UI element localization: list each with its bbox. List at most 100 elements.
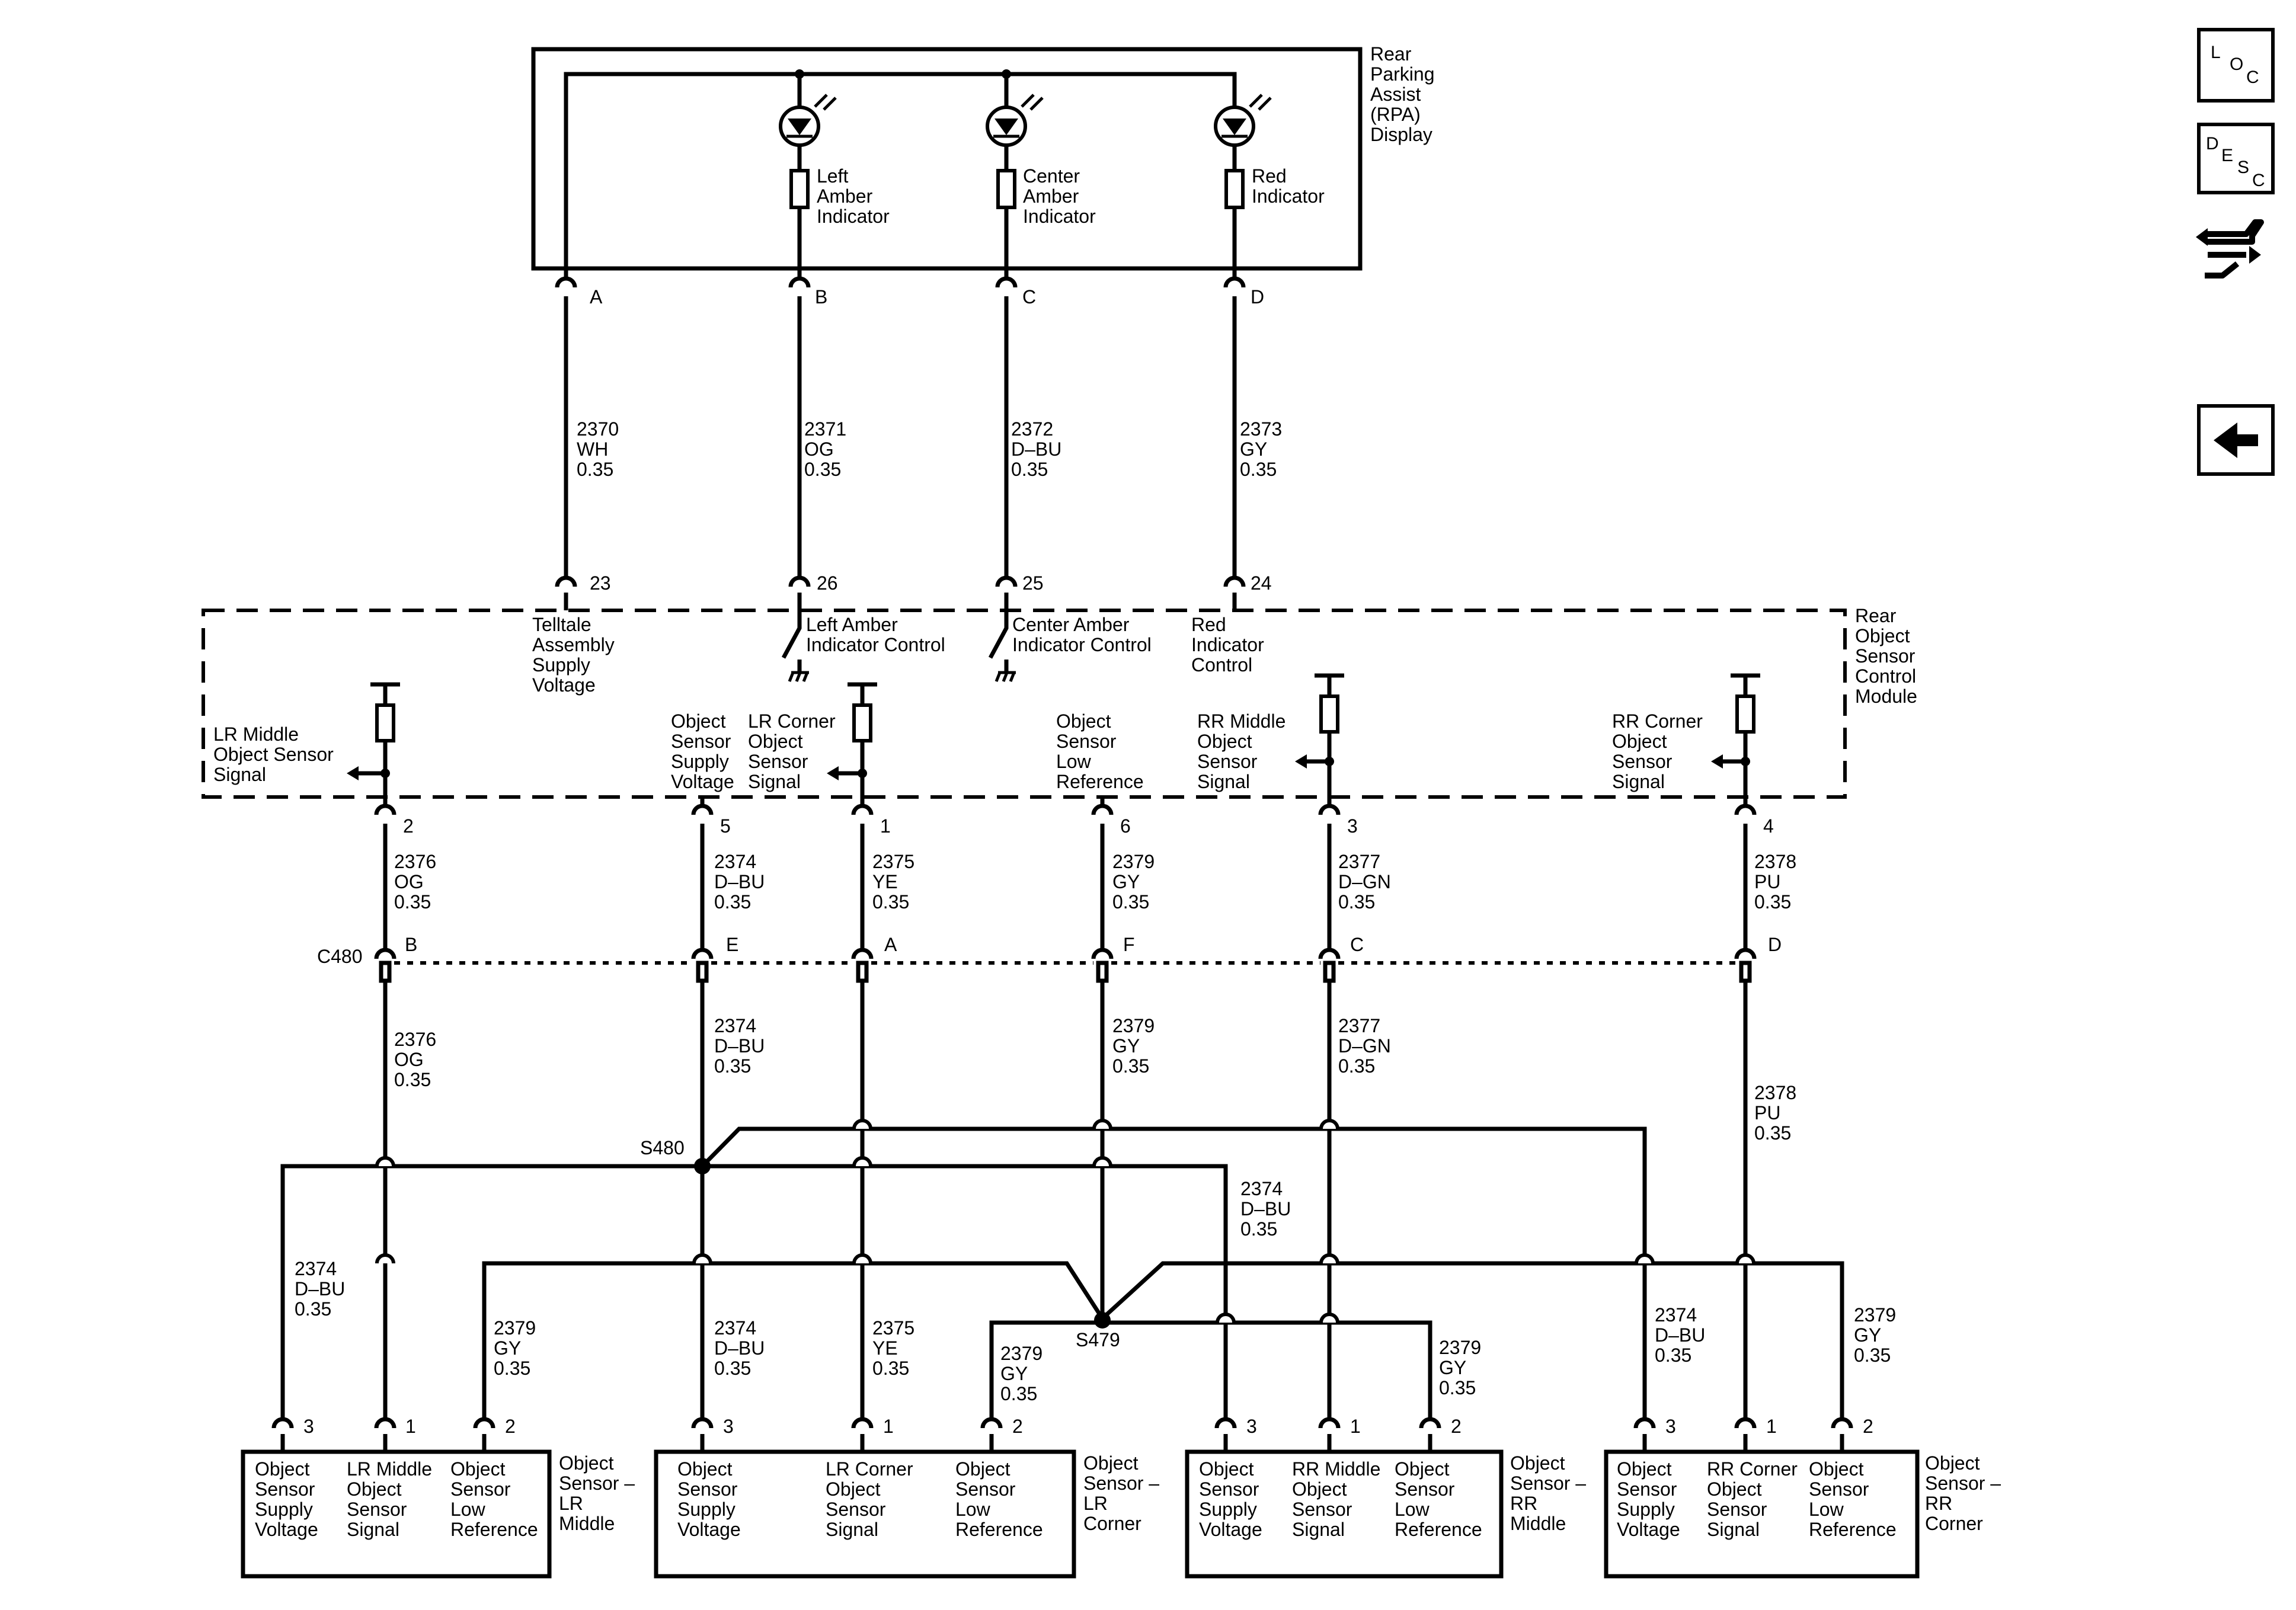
sensor-rr-middle-pin-3: 3 <box>1246 1416 1257 1437</box>
wire-2379-s3-label: 2379 GY 0.35 <box>1439 1337 1486 1398</box>
sensor-rr-middle-pin-2: 2 <box>1451 1416 1462 1437</box>
red-led <box>1214 94 1272 279</box>
sensor-lr-middle: 3 1 2 Object Sensor Supply Voltage LR Mi… <box>241 1416 640 1579</box>
rpa-display: Rear Parking Assist (RPA) Display Left A… <box>531 43 1440 279</box>
sensor-lr-corner-pin-2: 2 <box>1012 1416 1023 1437</box>
pin-2-label: 2 <box>403 815 414 837</box>
rr-middle-pullup <box>1295 673 1344 806</box>
module-low-reference-label: Object Sensor Low Reference <box>1056 710 1144 792</box>
wire-2376-upper-label: 2376 OG 0.35 <box>394 851 442 913</box>
desc-char-s: S <box>2237 158 2249 177</box>
wire-2372-label: 2372 D–BU 0.35 <box>1011 418 1067 480</box>
desc-char-e: E <box>2221 146 2233 165</box>
upper-wires: 2370 WH 0.35 2371 OG 0.35 2372 D–BU 0.35… <box>564 296 1287 578</box>
pin-b-label: B <box>815 286 827 308</box>
sensor-lr-middle-lowref-label: Object Sensor Low Reference <box>450 1458 538 1540</box>
sensor-rr-corner-pin-2: 2 <box>1863 1416 1873 1437</box>
lr-middle-signal-label: LR Middle Object Sensor Signal <box>213 724 339 785</box>
module-title: Rear Object Sensor Control Module <box>1855 605 1921 707</box>
sensor-rr-middle-supply-label: Object Sensor Supply Voltage <box>1199 1458 1264 1540</box>
rr-middle-signal-label: RR Middle Object Sensor Signal <box>1197 710 1291 792</box>
wire-2375-upper-label: 2375 YE 0.35 <box>872 851 920 913</box>
left-amber-led <box>779 74 837 279</box>
center-amber-switch <box>988 610 1016 682</box>
wire-2378-lower-label: 2378 PU 0.35 <box>1754 1082 1802 1144</box>
wire-2374-s1-label: 2374 D–BU 0.35 <box>295 1258 350 1320</box>
loc-icon[interactable] <box>2197 28 2275 103</box>
loc-char-c: C <box>2246 68 2259 87</box>
telltale-label: Telltale Assembly Supply Voltage <box>532 614 620 696</box>
c480-label: C480 <box>317 946 363 967</box>
wire-2374-s2-label: 2374 D–BU 0.35 <box>714 1317 770 1379</box>
c480-pin-c: C <box>1350 934 1364 955</box>
sensor-rr-corner-lowref-label: Object Sensor Low Reference <box>1809 1458 1897 1540</box>
sensor-rr-middle-signal-label: RR Middle Object Sensor Signal <box>1292 1458 1386 1540</box>
hand-arrows-button[interactable] <box>2196 219 2264 279</box>
c480-pin-f: F <box>1123 934 1135 955</box>
loc-char-o: O <box>2230 55 2243 74</box>
pin-a-label: A <box>590 286 603 308</box>
sensor-lr-corner-name: Object Sensor – LR Corner <box>1083 1452 1165 1534</box>
c480-pin-e: E <box>726 934 738 955</box>
s480-splice <box>694 1158 711 1174</box>
pin-25-label: 25 <box>1022 572 1044 594</box>
rpa-display-title: Rear Parking Assist (RPA) Display <box>1370 43 1440 145</box>
lr-middle-pullup <box>347 682 400 806</box>
module-top-connector: 23 26 25 24 <box>555 572 1272 610</box>
c480-connector: C480 B E A F C D <box>317 934 1782 983</box>
center-amber-indicator-label: Center Amber Indicator <box>1023 165 1096 227</box>
desc-char-c: C <box>2252 171 2265 190</box>
wire-2379-s4-label: 2379 GY 0.35 <box>1854 1304 1901 1366</box>
pin-d-label: D <box>1251 286 1264 308</box>
center-amber-control-label: Center Amber Indicator Control <box>1012 614 1152 655</box>
sensor-rr-corner-pin-1: 1 <box>1766 1416 1777 1437</box>
pin-c-label: C <box>1022 286 1036 308</box>
desc-icon[interactable] <box>2197 123 2275 194</box>
pin-26-label: 26 <box>817 572 838 594</box>
rr-corner-signal-label: RR Corner Object Sensor Signal <box>1612 710 1708 792</box>
loc-button[interactable]: L O C <box>2197 28 2275 103</box>
wire-2379-lower-label: 2379 GY 0.35 <box>1112 1015 1160 1077</box>
s479-splice <box>1094 1312 1111 1329</box>
sensor-rr-corner-pin-3: 3 <box>1665 1416 1676 1437</box>
wire-2374-upper-label: 2374 D–BU 0.35 <box>714 851 770 913</box>
lr-corner-pullup <box>827 682 877 806</box>
sensor-lr-corner-lowref-label: Object Sensor Low Reference <box>955 1458 1043 1540</box>
sensor-rr-corner-signal-label: RR Corner Object Sensor Signal <box>1707 1458 1803 1540</box>
sensor-lr-middle-pin-1: 1 <box>405 1416 416 1437</box>
rpa-connector: A B C D <box>555 276 1264 308</box>
pin-1-label: 1 <box>880 815 891 837</box>
left-amber-indicator-label: Left Amber Indicator <box>817 165 890 227</box>
s479-label: S479 <box>1076 1329 1120 1350</box>
mid-wires: 2376 OG 0.35 2374 D–BU 0.35 2375 YE 0.35… <box>383 824 1796 948</box>
c480-pin-b: B <box>405 934 417 955</box>
pin-3-label: 3 <box>1347 815 1358 837</box>
back-button[interactable] <box>2197 404 2275 476</box>
wire-2373-label: 2373 GY 0.35 <box>1240 418 1287 480</box>
sensor-lr-middle-signal-label: LR Middle Object Sensor Signal <box>347 1458 437 1540</box>
sensor-lr-corner: 3 1 2 Object Sensor Supply Voltage LR Co… <box>654 1416 1165 1579</box>
lower-harness: S480 S479 2376 OG 0.35 2374 D–BU 0.35 23… <box>280 981 1901 1419</box>
sensor-rr-middle-pin-1: 1 <box>1350 1416 1361 1437</box>
hand-arrows-icon[interactable] <box>2196 219 2264 279</box>
sensor-rr-middle-lowref-label: Object Sensor Low Reference <box>1395 1458 1482 1540</box>
red-control-label: Red Indicator Control <box>1191 614 1269 676</box>
wire-2374-s4-label: 2374 D–BU 0.35 <box>1655 1304 1710 1366</box>
sensor-rr-corner: 3 1 2 Object Sensor Supply Voltage RR Co… <box>1604 1416 2001 1579</box>
pin-5-label: 5 <box>720 815 731 837</box>
rr-corner-pullup <box>1711 673 1760 806</box>
desc-button[interactable]: D E S C <box>2197 123 2275 194</box>
center-amber-led <box>986 74 1044 279</box>
sensor-lr-middle-name: Object Sensor – LR Middle <box>559 1452 640 1534</box>
pin-23-label: 23 <box>590 572 611 594</box>
left-amber-control-label: Left Amber Indicator Control <box>806 614 945 655</box>
pin-4-label: 4 <box>1763 815 1774 837</box>
sensor-rr-middle-name: Object Sensor – RR Middle <box>1510 1452 1591 1534</box>
left-amber-switch <box>781 610 809 682</box>
module-supply-voltage-label: Object Sensor Supply Voltage <box>671 710 736 792</box>
lr-corner-signal-label: LR Corner Object Sensor Signal <box>748 710 841 792</box>
wire-2376-lower-label: 2376 OG 0.35 <box>394 1029 442 1090</box>
red-indicator-label: Red Indicator <box>1252 165 1325 207</box>
sensor-rr-middle: 3 1 2 Object Sensor Supply Voltage RR Mi… <box>1185 1416 1591 1579</box>
